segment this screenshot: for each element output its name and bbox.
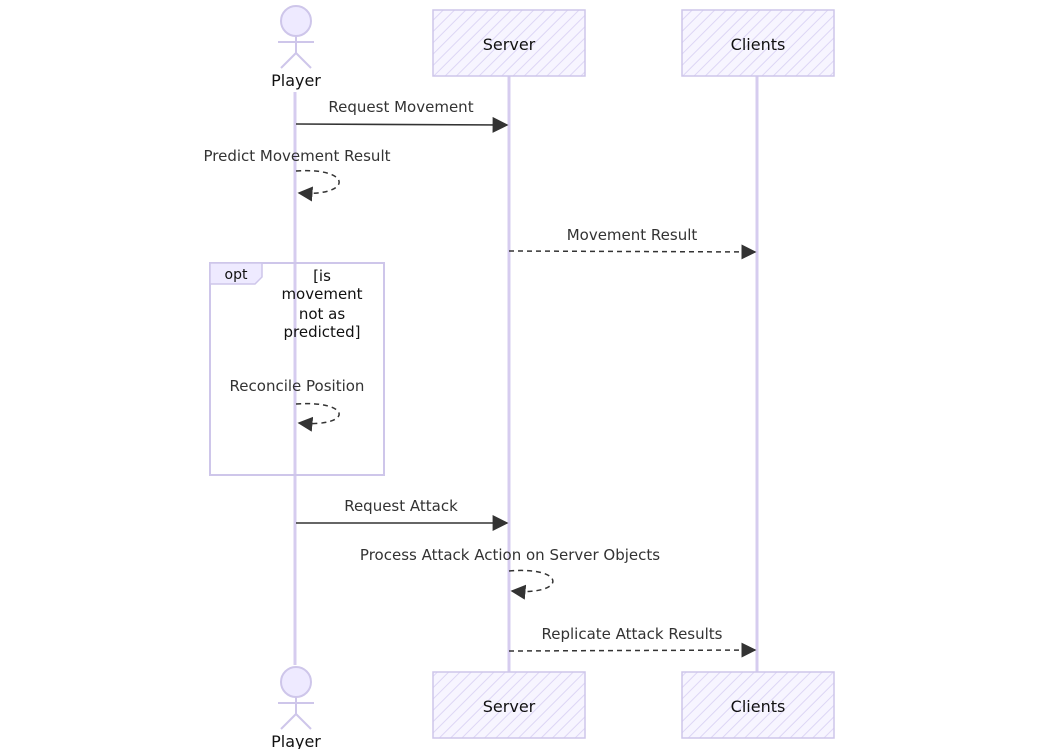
request-attack-label: Request Attack bbox=[344, 497, 458, 515]
opt-fragment: opt [is movement not as predicted] bbox=[209, 262, 385, 476]
predict-movement-label: Predict Movement Result bbox=[203, 147, 390, 165]
clients-box-bottom: Clients bbox=[681, 671, 835, 739]
clients-box-top: Clients bbox=[681, 9, 835, 77]
process-attack-message: Process Attack Action on Server Objects bbox=[360, 546, 660, 600]
player-label-bottom: Player bbox=[271, 732, 321, 749]
reconcile-position-message: Reconcile Position bbox=[230, 377, 365, 432]
opt-fragment-label: opt bbox=[225, 267, 248, 283]
player-head-icon-bottom bbox=[280, 666, 312, 698]
predict-movement-message: Predict Movement Result bbox=[203, 147, 391, 202]
clients-label-bottom: Clients bbox=[731, 697, 786, 716]
replicate-attack-label: Replicate Attack Results bbox=[542, 625, 723, 643]
opt-condition-line-2: movement bbox=[281, 285, 362, 303]
replicate-attack-message: Replicate Attack Results bbox=[508, 625, 757, 658]
opt-condition-line-4: predicted] bbox=[283, 323, 360, 341]
server-box-top: Server bbox=[432, 9, 586, 77]
opt-condition-line-3: not as bbox=[299, 305, 346, 323]
request-movement-message: Request Movement bbox=[295, 98, 509, 133]
player-head-icon bbox=[280, 5, 312, 37]
server-label-bottom: Server bbox=[483, 697, 536, 716]
clients-label-top: Clients bbox=[731, 35, 786, 54]
reconcile-position-label: Reconcile Position bbox=[230, 377, 365, 395]
server-box-bottom: Server bbox=[432, 671, 586, 739]
request-attack-message: Request Attack bbox=[296, 497, 509, 531]
process-attack-label: Process Attack Action on Server Objects bbox=[360, 546, 660, 564]
request-movement-label: Request Movement bbox=[328, 98, 473, 116]
movement-result-label: Movement Result bbox=[567, 226, 698, 244]
player-actor-top: Player bbox=[271, 5, 321, 90]
movement-result-message: Movement Result bbox=[508, 226, 757, 260]
opt-condition-line-1: [is bbox=[313, 267, 331, 285]
player-label-top: Player bbox=[271, 71, 321, 90]
player-actor-bottom: Player bbox=[271, 666, 321, 749]
server-label-top: Server bbox=[483, 35, 536, 54]
